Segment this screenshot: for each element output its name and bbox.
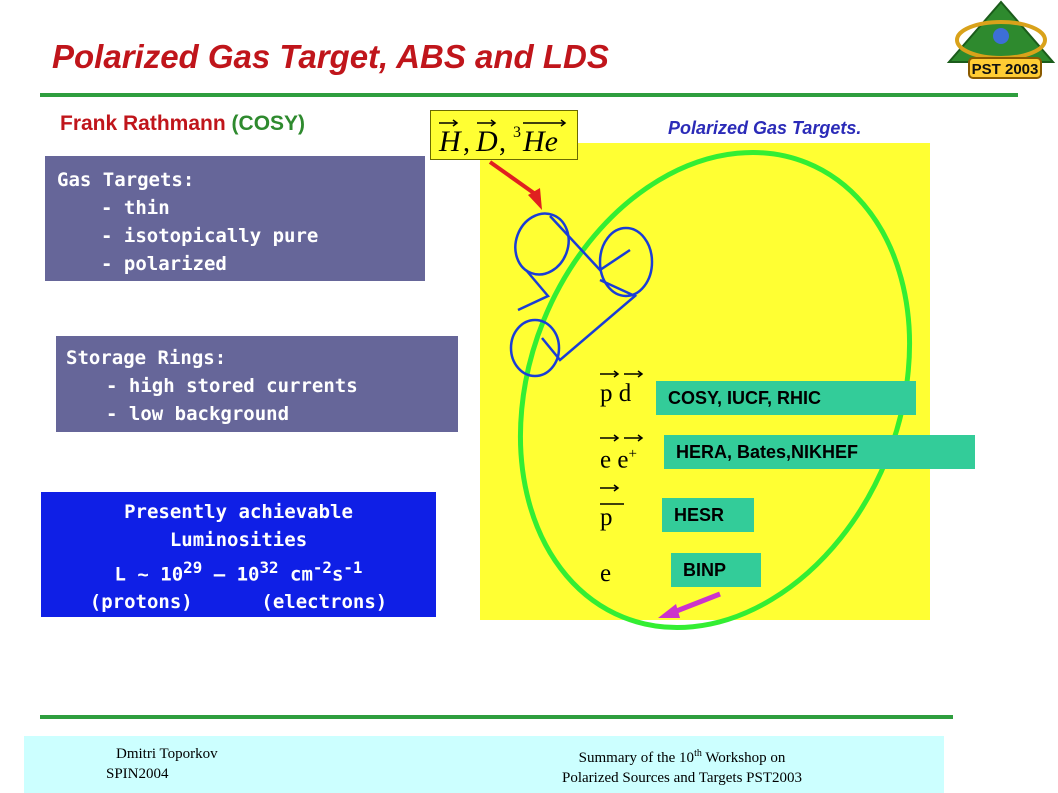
footer-workshop-line: Polarized Sources and Targets PST2003 [562, 770, 803, 786]
luminosity-line1: Presently achievable [124, 501, 353, 523]
target-cell-bottom-opening [509, 318, 561, 378]
logo-text: PST 2003 [972, 61, 1039, 78]
footer-right: Summary of the 10th Workshop on Polarize… [562, 744, 802, 788]
formula-sep: , [463, 127, 470, 158]
particle-vector-arrows [600, 370, 644, 505]
slide-title: Polarized Gas Target, ABS and LDS [52, 38, 609, 75]
luminosity-unit-s: s [331, 563, 344, 586]
magenta-arrow-shaft [673, 591, 721, 615]
footer-summary-text: Summary of the 10 [578, 750, 695, 766]
footer: Dmitri Toporkov SPIN2004 Summary of the … [24, 736, 944, 793]
storage-rings-heading: Storage Rings: [66, 347, 227, 369]
logo-globe [993, 28, 1009, 44]
facility-tag-hesr: HESR [662, 498, 754, 532]
formula-he: He [522, 125, 558, 158]
formula-svg: H , D , 3 He [438, 119, 567, 158]
pst2003-logo: PST 2003 [946, 0, 1056, 79]
formula-he-super: 3 [513, 124, 521, 141]
red-arrow-head [528, 188, 542, 210]
particle-p-d: p d [600, 380, 632, 407]
formula-h: H [438, 125, 463, 158]
formula-sep: , [499, 127, 506, 158]
footer-conference: SPIN2004 [106, 766, 169, 782]
footer-summary-sup: th [694, 748, 702, 759]
particle-e: e [600, 560, 612, 587]
luminosity-exp-s: -1 [343, 558, 363, 577]
footer-summary-tail: Workshop on [701, 750, 786, 766]
storage-rings-box: Storage Rings: - high stored currents - … [56, 336, 458, 432]
bottom-divider [40, 715, 953, 719]
gas-targets-box: Gas Targets: - thin - isotopically pure … [45, 156, 425, 281]
luminosity-line4: (protons) (electrons) [45, 588, 432, 616]
storage-rings-item: - high stored currents [106, 375, 358, 397]
luminosity-box: Presently achievable Luminosities L ~ 10… [41, 492, 436, 617]
luminosity-mid: 10 [236, 563, 260, 586]
luminosity-electrons: (electrons) [261, 591, 388, 614]
footer-summary-line: Summary of the 10th Workshop on [562, 744, 802, 768]
luminosity-prefix: L ~ 10 [114, 563, 184, 586]
luminosity-line2: Luminosities [169, 529, 308, 551]
particle-e-eplus: e e+ [600, 446, 637, 474]
formula-box: H , D , 3 He [430, 110, 578, 160]
panel-label: Polarized Gas Targets. [668, 118, 862, 138]
author-line: Frank Rathmann (COSY) [60, 112, 305, 136]
target-cell-top-opening [514, 212, 570, 276]
gas-targets-item: - isotopically pure [101, 225, 319, 247]
luminosity-exp-low: 29 [183, 558, 203, 577]
particle-plus: + [628, 446, 637, 462]
facility-tag-hera: HERA, Bates,NIKHEF [664, 435, 975, 469]
footer-author: Dmitri Toporkov [116, 746, 218, 762]
luminosity-exp-cm: -2 [312, 558, 332, 577]
facility-tag-binp: BINP [671, 553, 761, 587]
top-divider [40, 93, 1018, 97]
author-name: Frank Rathmann [60, 112, 226, 135]
formula-d: D [475, 125, 498, 158]
luminosity-line3: L ~ 1029 – 1032 cm-2s-1 [45, 554, 432, 588]
target-cell-tube [541, 278, 638, 362]
red-arrow-shaft [488, 160, 540, 198]
facility-tag-cosy: COSY, IUCF, RHIC [656, 381, 916, 415]
luminosity-dash: – [213, 563, 226, 586]
logo-plate [968, 57, 1042, 79]
gas-targets-item: - polarized [101, 253, 227, 275]
particle-e-e-text: e e [600, 446, 629, 474]
target-cell-lower-wall [517, 269, 551, 312]
storage-rings-item: - low background [106, 403, 290, 425]
gas-targets-item: - thin [101, 197, 170, 219]
target-cell [509, 212, 654, 378]
magenta-arrow-head [658, 604, 680, 618]
footer-left: Dmitri Toporkov SPIN2004 [106, 744, 218, 784]
author-affiliation: (COSY) [231, 112, 306, 135]
luminosity-protons: (protons) [89, 591, 193, 614]
luminosity-exp-high: 32 [259, 558, 279, 577]
gas-targets-heading: Gas Targets: [57, 169, 195, 191]
particle-pbar: p [600, 504, 613, 531]
luminosity-unit-cm: cm [290, 563, 313, 586]
target-cell-side-opening [598, 226, 654, 298]
